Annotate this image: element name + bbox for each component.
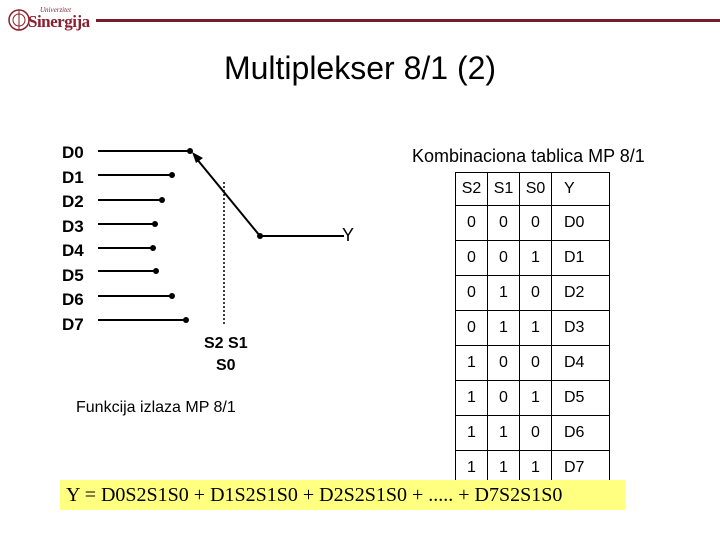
- table-header-row: S2 S1 S0 Y: [455, 172, 610, 206]
- input-label: D1: [62, 167, 84, 187]
- header-bar: Univerzitet Sinergija: [0, 0, 720, 40]
- table-cell: 1: [455, 415, 488, 451]
- table-cell: 0: [519, 275, 552, 311]
- table-cell: 1: [455, 380, 488, 416]
- table-cell: 0: [519, 205, 552, 241]
- function-caption: Funkcija izlaza MP 8/1: [76, 399, 236, 416]
- table-cell: 1: [487, 275, 520, 311]
- contact-dot: [159, 197, 165, 203]
- sinergija-emblem-icon: [8, 9, 30, 31]
- output-label: Y: [342, 225, 355, 245]
- table-cell: 0: [519, 345, 552, 381]
- table-cell: 0: [487, 240, 520, 276]
- input-label: D2: [62, 192, 84, 211]
- input-label: D6: [62, 290, 84, 309]
- contact-dot: [153, 268, 159, 274]
- table-title: Kombinaciona tablica MP 8/1: [412, 146, 645, 166]
- table-header-cell: S2: [455, 172, 488, 206]
- slide-title: Multiplekser 8/1 (2): [223, 50, 497, 86]
- table-cell: D3: [551, 310, 610, 346]
- input-label: D7: [62, 314, 84, 334]
- table-cell: D6: [551, 415, 610, 451]
- table-cell: D0: [551, 205, 610, 241]
- input-label: D5: [62, 265, 84, 285]
- university-logo: Univerzitet Sinergija: [8, 4, 93, 36]
- table-cell: 1: [519, 380, 552, 416]
- input-label: D3: [62, 216, 84, 236]
- contact-dot: [183, 317, 189, 323]
- contact-dot: [169, 293, 175, 299]
- table-cell: 0: [519, 415, 552, 451]
- selector-label: S2 S1 S0: [204, 333, 248, 377]
- table-cell: 1: [455, 345, 488, 381]
- table-cell: D1: [551, 240, 610, 276]
- switch-arrow-icon: [192, 152, 203, 163]
- table-cell: 1: [487, 310, 520, 346]
- table-header-cell: Y: [551, 172, 610, 206]
- table-cell: 0: [487, 345, 520, 381]
- selector-label-line1: S2 S1: [204, 335, 248, 352]
- table-cell: 1: [519, 310, 552, 346]
- table-header-cell: S0: [519, 172, 552, 206]
- table-cell: 1: [519, 240, 552, 276]
- logo-subtitle: Univerzitet: [40, 6, 72, 14]
- header-divider: [96, 19, 720, 22]
- table-cell: 0: [455, 275, 488, 311]
- table-cell: 0: [455, 310, 488, 346]
- switch-arm: [195, 157, 261, 237]
- table-header-cell: S1: [487, 172, 520, 206]
- table-cell: 0: [487, 205, 520, 241]
- input-label: D4: [62, 241, 84, 260]
- table-cell: 0: [487, 380, 520, 416]
- contact-dot: [169, 172, 175, 178]
- table-cell: 0: [455, 205, 488, 241]
- pivot-dot: [257, 233, 263, 239]
- table-cell: D2: [551, 275, 610, 311]
- contact-dot: [150, 245, 156, 251]
- table-cell: D4: [551, 345, 610, 381]
- table-cell: D5: [551, 380, 610, 416]
- input-label: D0: [62, 143, 84, 162]
- contact-dot: [152, 221, 158, 227]
- contact-dot: [187, 148, 193, 154]
- input-labels: D0 D1 D2 D3 D4 D5 D6 D7: [62, 141, 84, 337]
- table-cell: 0: [455, 240, 488, 276]
- output-formula: Y = D0S2S1S0 + D1S2S1S0 + D2S2S1S0 + ...…: [60, 480, 625, 510]
- table-cell: 1: [487, 415, 520, 451]
- logo-name: Sinergija: [28, 12, 90, 31]
- selector-label-line2: S0: [216, 357, 236, 374]
